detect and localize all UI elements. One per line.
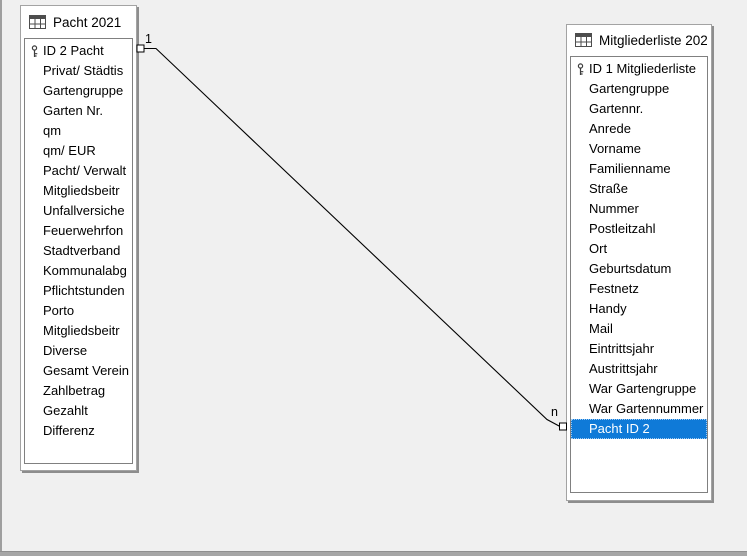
field-label: Zahlbetrag [43, 383, 106, 398]
field-row-mail[interactable]: Mail [571, 319, 707, 339]
relation-connector-left [136, 44, 145, 53]
field-label: Handy [589, 301, 627, 316]
field-label: Gartennr. [589, 101, 644, 116]
field-row-pacht-id-2[interactable]: Pacht ID 2 [571, 419, 707, 439]
field-label: Mitgliedsbeitr [43, 323, 120, 338]
field-label: Mail [589, 321, 613, 336]
field-label: ID 2 Pacht [43, 43, 104, 58]
field-label: Familienname [589, 161, 671, 176]
primary-key-icon [571, 62, 589, 76]
field-label: Mitgliedsbeitr [43, 183, 120, 198]
field-row-familienname[interactable]: Familienname [571, 159, 707, 179]
field-label: Festnetz [589, 281, 639, 296]
field-row-eintrittsjahr[interactable]: Eintrittsjahr [571, 339, 707, 359]
cardinality-one-label: 1 [145, 32, 152, 46]
field-row-festnetz[interactable]: Festnetz [571, 279, 707, 299]
field-label: Straße [589, 181, 629, 196]
field-label: Feuerwehrfon [43, 223, 124, 238]
field-label: Postleitzahl [589, 221, 656, 236]
field-label: Diverse [43, 343, 88, 358]
field-label: War Gartennummer [589, 401, 704, 416]
field-label: Pacht/ Verwalt [43, 163, 127, 178]
field-row-porto[interactable]: Porto [25, 301, 132, 321]
field-label: Unfallversiche [43, 203, 125, 218]
field-row-garten-nr[interactable]: Garten Nr. [25, 101, 132, 121]
field-label: Geburtsdatum [589, 261, 672, 276]
field-label: Gartengruppe [43, 83, 124, 98]
field-row-mitgliedsbeitr[interactable]: Mitgliedsbeitr [25, 321, 132, 341]
cardinality-many-label: n [551, 405, 558, 419]
field-row-stadtverband[interactable]: Stadtverband [25, 241, 132, 261]
window-edge-left [0, 0, 2, 556]
field-label: Pflichtstunden [43, 283, 125, 298]
field-row-ort[interactable]: Ort [571, 239, 707, 259]
table-title: Mitgliederliste 202 [599, 32, 707, 48]
field-row-gezahlt[interactable]: Gezahlt [25, 401, 132, 421]
field-row-diverse[interactable]: Diverse [25, 341, 132, 361]
field-label: War Gartengruppe [589, 381, 697, 396]
table-header-pacht[interactable]: Pacht 2021 [21, 6, 136, 38]
field-label: qm/ EUR [43, 143, 96, 158]
field-row-gesamt-verein[interactable]: Gesamt Verein [25, 361, 132, 381]
window-edge-bottom [0, 551, 747, 556]
field-row-postleitzahl[interactable]: Postleitzahl [571, 219, 707, 239]
field-row-pacht-verwalt[interactable]: Pacht/ Verwalt [25, 161, 132, 181]
field-row-zahlbetrag[interactable]: Zahlbetrag [25, 381, 132, 401]
field-label: Garten Nr. [43, 103, 103, 118]
field-row-mitgliedsbeitr[interactable]: Mitgliedsbeitr [25, 181, 132, 201]
field-row-feuerwehrfon[interactable]: Feuerwehrfon [25, 221, 132, 241]
table-title: Pacht 2021 [53, 14, 122, 30]
field-row-stra-e[interactable]: Straße [571, 179, 707, 199]
field-row-gartennr[interactable]: Gartennr. [571, 99, 707, 119]
field-row-war-gartengruppe[interactable]: War Gartengruppe [571, 379, 707, 399]
field-label: Privat/ Städtis [43, 63, 124, 78]
field-row-nummer[interactable]: Nummer [571, 199, 707, 219]
field-label: Nummer [589, 201, 639, 216]
field-row-gartengruppe[interactable]: Gartengruppe [571, 79, 707, 99]
field-row-differenz[interactable]: Differenz [25, 421, 132, 441]
field-row-kommunalabg[interactable]: Kommunalabg [25, 261, 132, 281]
field-row-qm[interactable]: qm [25, 121, 132, 141]
table-window-mitgliederliste[interactable]: Mitgliederliste 202 ID 1 Mitgliederliste… [566, 24, 712, 501]
table-icon [29, 15, 46, 29]
field-row-austrittsjahr[interactable]: Austrittsjahr [571, 359, 707, 379]
field-row-geburtsdatum[interactable]: Geburtsdatum [571, 259, 707, 279]
field-label: Anrede [589, 121, 631, 136]
table-icon [575, 33, 592, 47]
field-label: Vorname [589, 141, 642, 156]
field-row-id-2-pacht[interactable]: ID 2 Pacht [25, 41, 132, 61]
field-row-handy[interactable]: Handy [571, 299, 707, 319]
table-header-mitgliederliste[interactable]: Mitgliederliste 202 [567, 25, 711, 55]
field-label: ID 1 Mitgliederliste [589, 61, 696, 76]
field-label: Kommunalabg [43, 263, 127, 278]
field-label: Porto [43, 303, 75, 318]
field-row-pflichtstunden[interactable]: Pflichtstunden [25, 281, 132, 301]
field-label: Gesamt Verein [43, 363, 129, 378]
field-row-gartengruppe[interactable]: Gartengruppe [25, 81, 132, 101]
field-row-vorname[interactable]: Vorname [571, 139, 707, 159]
field-label: qm [43, 123, 62, 138]
field-label: Eintrittsjahr [589, 341, 655, 356]
field-label: Gezahlt [43, 403, 88, 418]
field-label: Austrittsjahr [589, 361, 658, 376]
field-label: Ort [589, 241, 608, 256]
field-label: Pacht ID 2 [589, 421, 650, 436]
relation-line[interactable]: 1 n [136, 32, 567, 431]
field-row-id-1-mitgliederliste[interactable]: ID 1 Mitgliederliste [571, 59, 707, 79]
primary-key-icon [25, 44, 43, 58]
field-label: Stadtverband [43, 243, 121, 258]
field-label: Differenz [43, 423, 95, 438]
field-row-qm-eur[interactable]: qm/ EUR [25, 141, 132, 161]
field-label: Gartengruppe [589, 81, 670, 96]
field-row-privat-st-dtis[interactable]: Privat/ Städtis [25, 61, 132, 81]
field-row-war-gartennummer[interactable]: War Gartennummer [571, 399, 707, 419]
field-row-unfallversiche[interactable]: Unfallversiche [25, 201, 132, 221]
field-row-anrede[interactable]: Anrede [571, 119, 707, 139]
